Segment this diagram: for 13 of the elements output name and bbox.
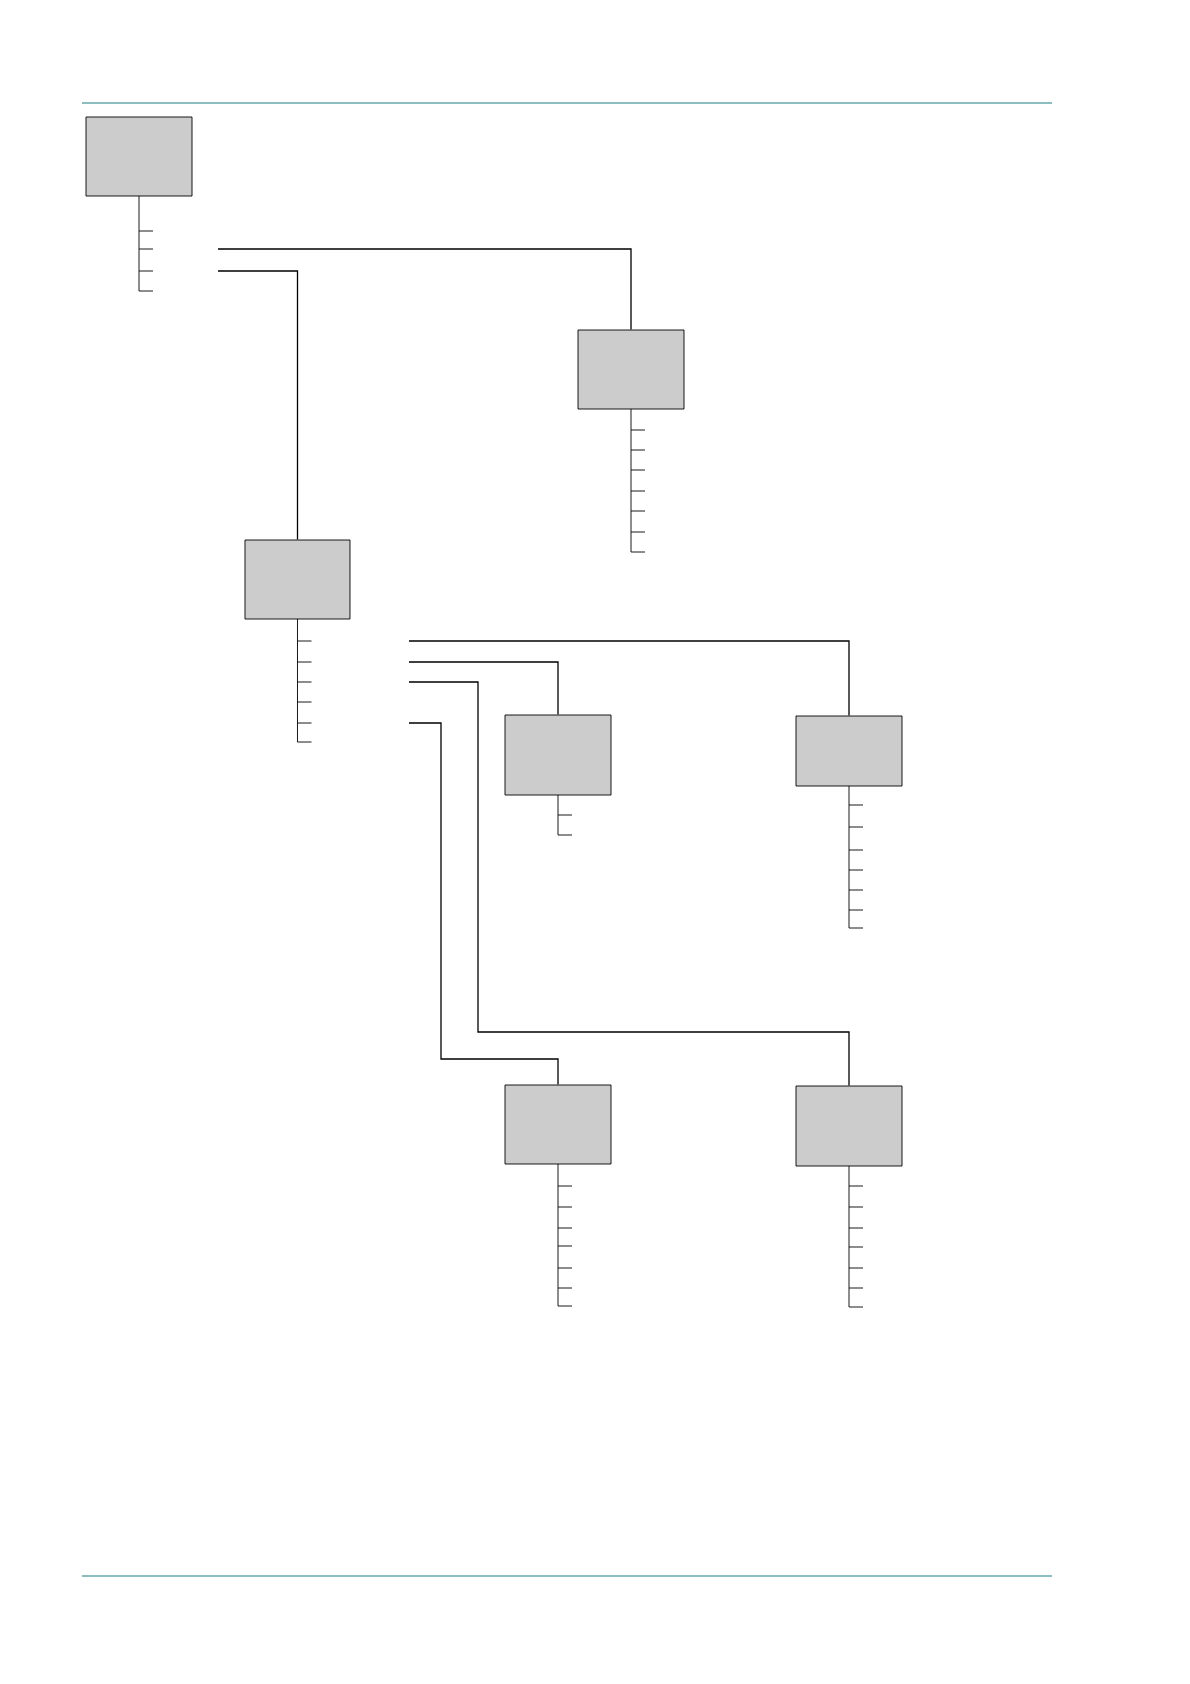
box — [504, 1084, 612, 1165]
connector-line — [408, 661, 559, 716]
connector-line — [217, 248, 632, 331]
connector-line — [408, 640, 850, 717]
box — [795, 715, 903, 787]
connector-line — [408, 681, 850, 1087]
box — [244, 539, 351, 620]
box — [85, 116, 193, 197]
connector-line — [217, 270, 299, 541]
box — [504, 714, 612, 796]
box — [795, 1085, 903, 1167]
box — [577, 329, 685, 410]
connector-line — [408, 722, 559, 1086]
